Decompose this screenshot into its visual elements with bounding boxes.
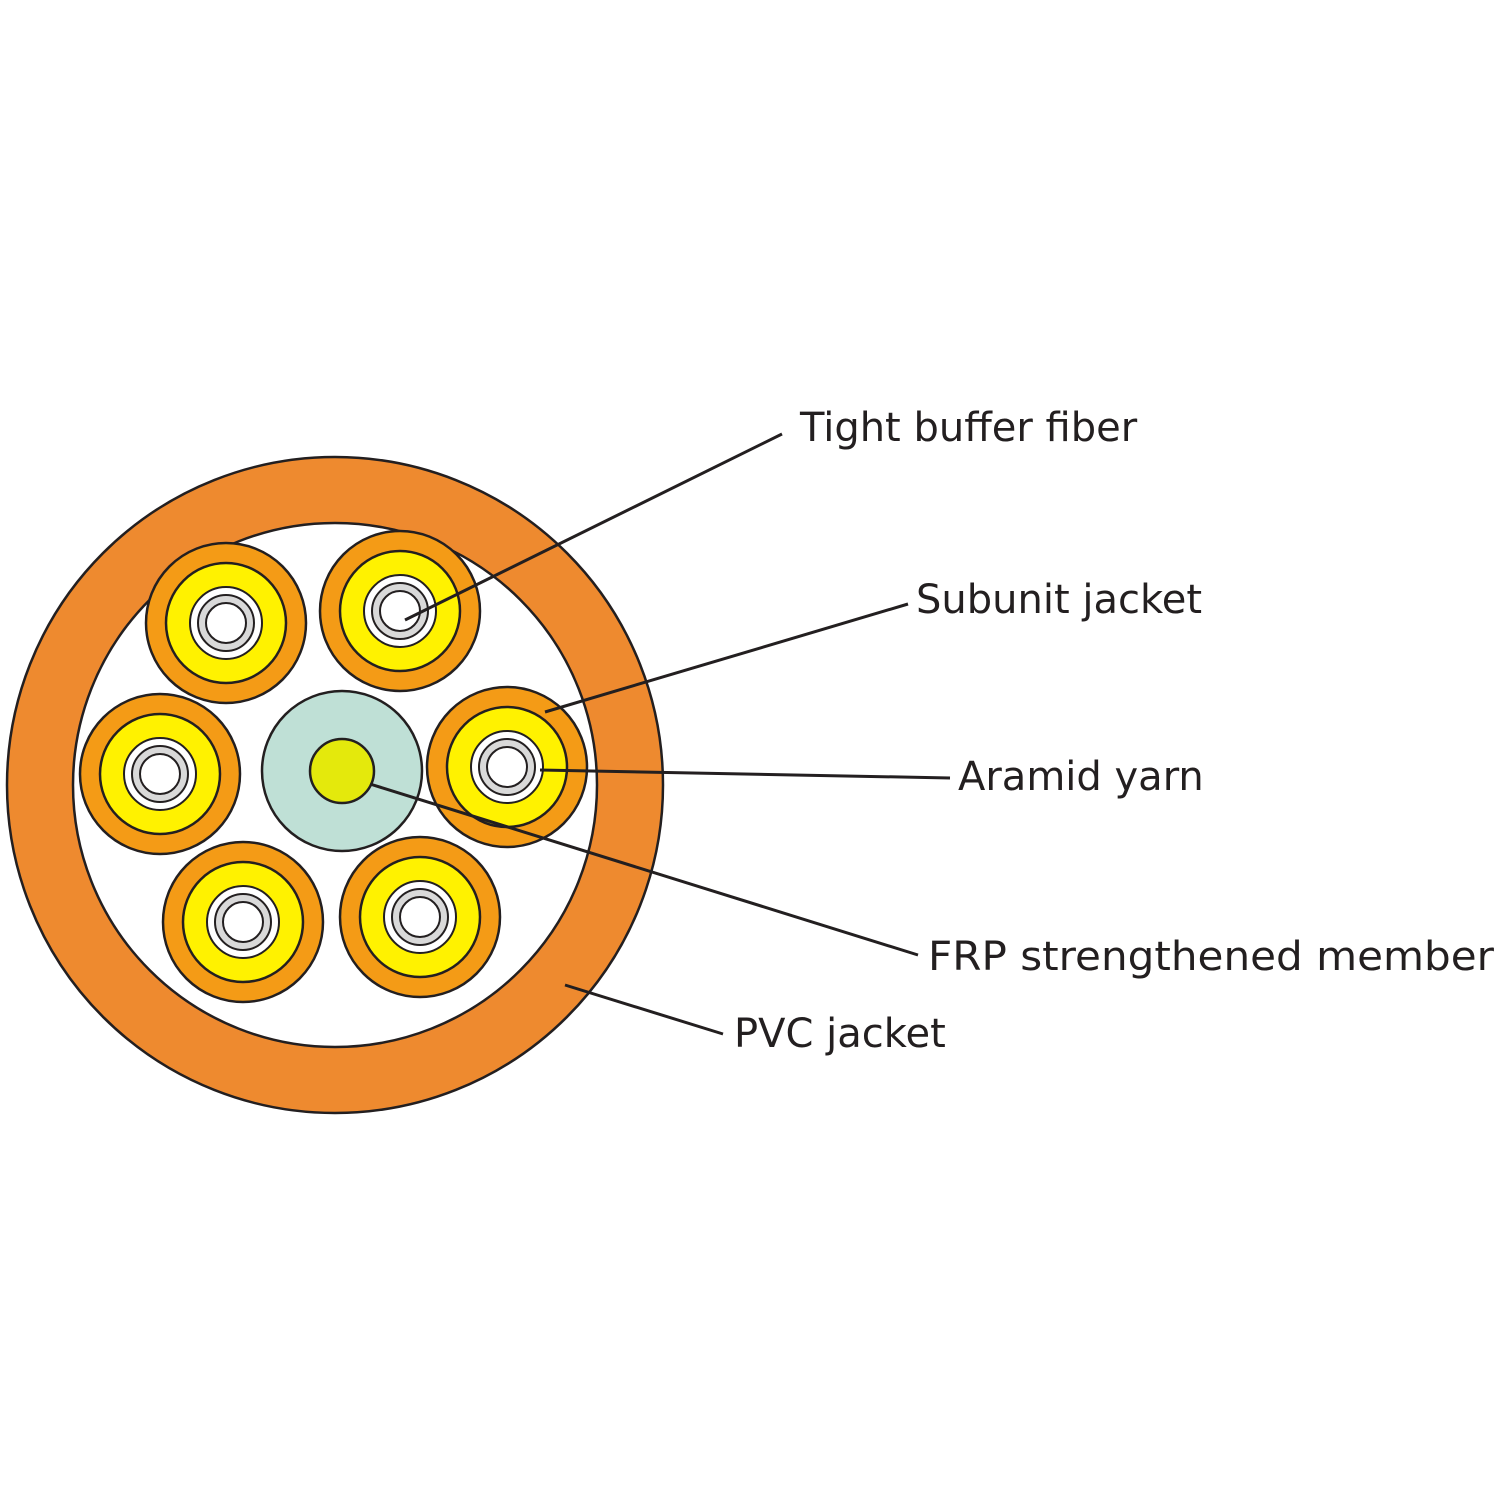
fiber-core [486,746,528,788]
subunit-left [78,692,242,856]
frp-strengthened-member [260,689,424,853]
subunit-top-left [144,541,308,705]
leader-line-frp-member [369,782,919,957]
leader-line-aramid-yarn [539,768,951,780]
leader-line-tight-buffer-fiber [404,432,783,622]
leader-line-pvc-jacket [564,983,724,1036]
leader-line-subunit-jacket [544,602,909,714]
subunit-top-right [318,529,482,693]
fiber-core [379,590,421,632]
fiber-core [139,753,181,795]
fiber-core [222,901,264,943]
label-tight-buffer-fiber: Tight buffer fiber [799,405,1138,451]
subunit-bottom-right [338,835,502,999]
label-frp-member: FRP strengthened member [928,934,1495,980]
label-pvc-jacket: PVC jacket [734,1011,946,1057]
subunit-right [425,685,589,849]
fiber-core [399,896,441,938]
label-aramid-yarn: Aramid yarn [958,754,1204,800]
fiber-core [205,602,247,644]
subunit-bottom-left [161,840,325,1004]
label-subunit-jacket: Subunit jacket [916,577,1202,623]
